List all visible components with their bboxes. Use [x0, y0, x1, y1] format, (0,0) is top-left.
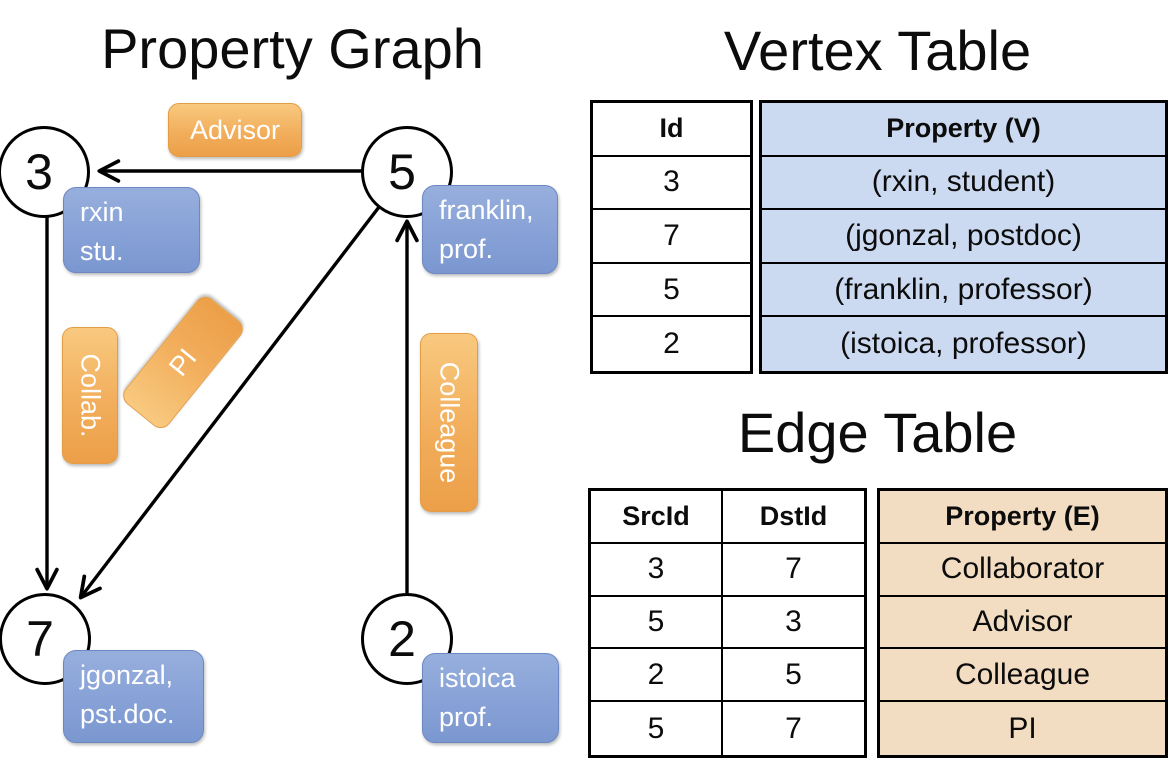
edge-table-header-property: Property (E): [880, 491, 1165, 544]
edge-table-src-cell: 5: [591, 702, 723, 755]
vertex-box-rxin-line2: stu.: [80, 236, 124, 266]
edge-label-pi-text: PI: [162, 342, 203, 382]
edge-table-property-cell: PI: [1008, 711, 1037, 745]
vertex-table-id-cell: 7: [593, 210, 750, 264]
vertex-table-id-cell: 3: [593, 157, 750, 211]
edge-table-dst-cell: 7: [785, 711, 802, 745]
edge-table-property-cell: Advisor: [880, 597, 1165, 650]
vertex-box-jgonzal-line1: jgonzal,: [80, 660, 174, 690]
edge-table-header-srcid: SrcId: [591, 491, 723, 544]
vertex-box-franklin-line1: franklin,: [439, 195, 534, 225]
vertex-table-property-column: Property (V) (rxin, student) (jgonzal, p…: [759, 100, 1168, 374]
edge-label-colleague: Colleague: [420, 333, 478, 512]
edge-table-dst-cell: 5: [723, 649, 864, 703]
vertex-table-id-cell: 5: [593, 264, 750, 318]
vertex-box-istoica-line2: prof.: [439, 702, 494, 732]
edge-table-header-dstid: DstId: [723, 491, 864, 544]
edge-table-dst-cell: 7: [723, 544, 864, 597]
edge-label-collab: Collab.: [62, 327, 118, 464]
edge-table-src-cell: 3: [591, 543, 723, 597]
node-circle-2: 2: [361, 593, 453, 685]
vertex-table-property-cell: (franklin, professor): [762, 264, 1165, 318]
vertex-box-rxin-line1: rxin: [80, 197, 124, 227]
vertex-table-id-cell: 2: [663, 327, 680, 361]
edge-table-src-cell: 2: [591, 649, 723, 703]
node-label-5: 5: [388, 144, 416, 200]
vertex-box-rxin: rxin stu.: [63, 187, 200, 273]
edge-label-collab-text: Collab.: [75, 353, 106, 438]
vertex-box-franklin: franklin, prof.: [422, 185, 558, 274]
node-label-7: 7: [26, 611, 54, 667]
edge-label-colleague-text: Colleague: [434, 361, 465, 484]
node-label-2: 2: [388, 611, 416, 667]
node-circle-5: 5: [361, 126, 453, 218]
edge-table-property-column: Property (E) Collaborator Advisor Collea…: [877, 488, 1168, 758]
edge-table-src-cell: 5: [591, 596, 723, 650]
edge-table-property-cell: Collaborator: [880, 544, 1165, 597]
edge-arrow-pi-5-to-7: [78, 205, 381, 600]
vertex-table-header-property: Property (V): [762, 103, 1165, 157]
vertex-box-franklin-line2: prof.: [439, 234, 494, 264]
vertex-box-jgonzal-line2: pst.doc.: [80, 699, 175, 729]
node-label-3: 3: [25, 144, 53, 200]
edge-table-id-columns: SrcId DstId 3 7 5 3 2 5 5 7: [588, 488, 867, 758]
vertex-box-istoica-line1: istoica: [439, 663, 516, 693]
vertex-box-jgonzal: jgonzal, pst.doc.: [63, 650, 204, 743]
graph-edges-svg: [35, 159, 419, 600]
vertex-box-istoica: istoica prof.: [422, 653, 559, 743]
vertex-table-property-cell: (rxin, student): [762, 157, 1165, 211]
vertex-table-property-cell: (istoica, professor): [840, 327, 1087, 361]
vertex-table-header-id: Id: [593, 103, 750, 157]
edge-label-advisor: Advisor: [168, 103, 302, 157]
edge-label-advisor-text: Advisor: [189, 114, 281, 145]
edge-table-property-cell: Colleague: [880, 649, 1165, 703]
edge-table-dst-cell: 3: [723, 597, 864, 650]
title-vertex-table: Vertex Table: [723, 19, 1032, 82]
title-edge-table: Edge Table: [737, 401, 1018, 464]
title-property-graph: Property Graph: [101, 17, 484, 80]
vertex-table-property-cell: (jgonzal, postdoc): [762, 210, 1165, 264]
vertex-table-id-column: Id 3 7 5 2: [590, 100, 753, 374]
